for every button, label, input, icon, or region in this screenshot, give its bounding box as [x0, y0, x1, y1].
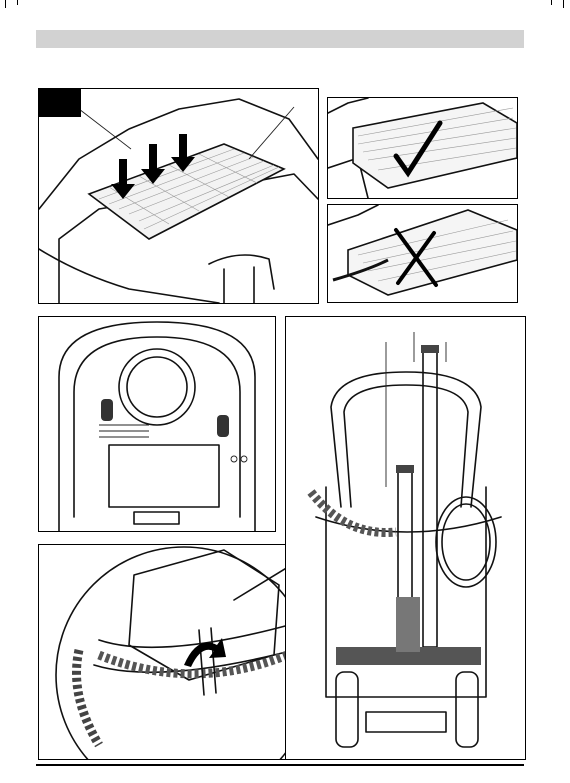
figure-filter-incorrect [327, 204, 518, 303]
header-bar [36, 30, 524, 48]
vacuum-back-panel-icon [39, 317, 275, 531]
crop-mark-top-left [5, 0, 6, 8]
cross-icon [328, 205, 517, 302]
figure-control-panel-back [38, 316, 276, 532]
filter-panel-icon [39, 89, 318, 303]
checkmark-icon [328, 98, 517, 198]
figure-filter-correct [327, 97, 518, 199]
figure-filter-insert [38, 88, 319, 304]
vacuum-front-icon [286, 317, 525, 759]
crop-mark-top-right [551, 0, 552, 5]
figure-number-badge [39, 89, 81, 117]
figure-vacuum-accessories-front [285, 316, 526, 760]
crop-mark-top-left-2 [17, 0, 18, 5]
footer-rule [36, 764, 524, 766]
crop-mark-top-right-2 [563, 0, 564, 8]
hose-wrap-arrow-icon [39, 545, 324, 759]
figure-hose-storage-detail [38, 544, 325, 760]
